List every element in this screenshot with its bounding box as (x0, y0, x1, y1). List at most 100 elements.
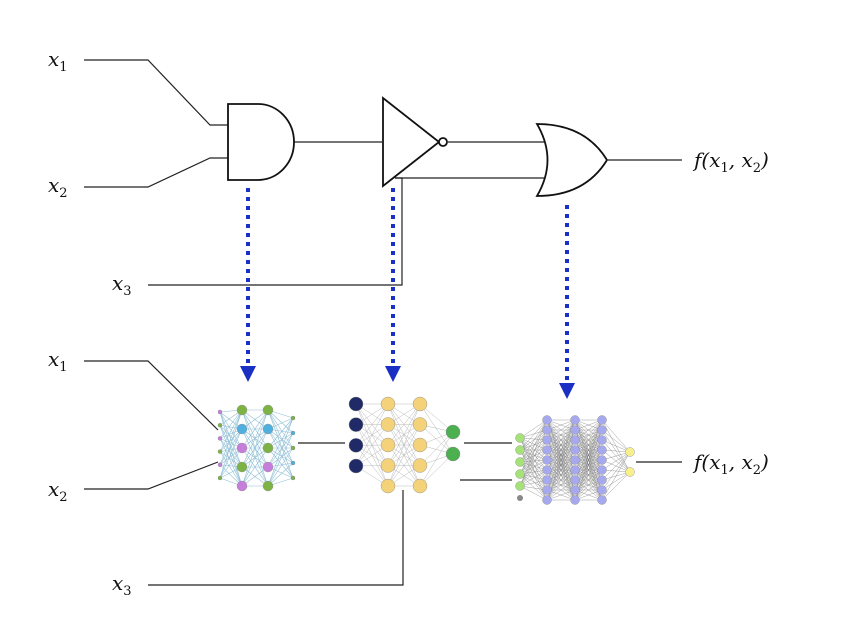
network-node (597, 425, 607, 435)
network-edge (387, 403, 421, 446)
network-node (570, 475, 580, 485)
network-edge (519, 429, 548, 451)
network-edge (601, 451, 631, 471)
network-node (570, 455, 580, 465)
network-edge (241, 447, 269, 487)
network-edge (546, 419, 576, 491)
wire-x1 (84, 59, 228, 126)
medium-network (348, 396, 461, 494)
network-edge (574, 419, 603, 441)
network-node (262, 480, 274, 492)
network-edge (219, 411, 243, 449)
network-node (597, 435, 607, 445)
network-node (597, 445, 607, 455)
network-node (412, 458, 428, 473)
network-node (412, 396, 428, 412)
network-node (236, 442, 248, 454)
network-node (597, 415, 607, 425)
network-node (348, 396, 364, 412)
network-edge (519, 439, 548, 463)
network-node (570, 495, 580, 505)
network-node (597, 465, 607, 475)
network-node (597, 485, 607, 495)
network-node (262, 404, 274, 416)
network-node (597, 475, 607, 485)
network-node (236, 404, 248, 416)
network-edge (601, 471, 631, 491)
network-edge (419, 403, 454, 433)
network-edge (601, 439, 631, 453)
network-node (570, 435, 580, 445)
network-node (217, 436, 223, 441)
network-edge (241, 466, 269, 487)
network-edge (219, 409, 243, 465)
nwire-x2 (84, 461, 219, 490)
network-edge (219, 438, 243, 468)
network-edge (519, 429, 548, 463)
network-edge (419, 431, 454, 466)
network-edge (241, 428, 269, 487)
network-edge (519, 439, 548, 475)
network-node (515, 457, 525, 467)
network-edge (519, 437, 548, 471)
network-edge (519, 449, 548, 463)
small-network (217, 404, 296, 492)
wire-x3 (148, 177, 403, 286)
network-edge (601, 471, 631, 501)
network-node (515, 481, 525, 491)
network-edge (219, 428, 243, 452)
network-edge (219, 425, 243, 487)
network-edge (546, 419, 576, 471)
network-edge (546, 459, 576, 501)
network-node (542, 415, 552, 425)
network-edge (241, 409, 269, 468)
network-edge (419, 424, 454, 455)
network-edge (519, 459, 548, 475)
arrowhead-not (385, 366, 401, 382)
network-node (236, 461, 248, 473)
network-node (542, 475, 552, 485)
network-edge (546, 419, 576, 501)
network-node (262, 423, 274, 435)
arrowhead-and (240, 366, 256, 382)
network-node (380, 417, 396, 432)
network-edge (574, 419, 603, 431)
network-input-x2: x2 (48, 477, 68, 505)
network-edge (355, 403, 389, 446)
network-edge (574, 419, 603, 491)
network-node (515, 469, 525, 479)
network-edge (219, 411, 243, 487)
network-node (542, 455, 552, 465)
network-node (217, 449, 223, 454)
circuit-input-x1: x1 (48, 47, 68, 75)
network-edge (519, 439, 548, 451)
network-edge (219, 409, 243, 452)
network-edge (519, 437, 548, 461)
network-edge (219, 447, 243, 479)
network-edge (574, 419, 603, 451)
network-node (445, 446, 461, 462)
nwire-x1 (84, 360, 219, 431)
network-edge (574, 419, 603, 501)
network-node (542, 435, 552, 445)
network-node (625, 467, 635, 477)
network-edge (219, 438, 243, 487)
network-edge (387, 403, 421, 466)
network-edge (241, 409, 269, 430)
network-node (380, 458, 396, 473)
network-edge (574, 469, 603, 501)
network-node (570, 425, 580, 435)
network-node (515, 445, 525, 455)
network-edge (574, 489, 603, 501)
wire-x2 (84, 157, 228, 188)
network-edge (267, 417, 294, 449)
network-edge (241, 409, 269, 449)
network-edge (355, 424, 389, 467)
network-edge (355, 403, 389, 467)
network-edge (267, 447, 294, 487)
network-edge (519, 419, 548, 463)
network-node (597, 455, 607, 465)
nwire-x3 (148, 490, 404, 586)
network-node (412, 478, 428, 494)
network-node (380, 437, 396, 453)
